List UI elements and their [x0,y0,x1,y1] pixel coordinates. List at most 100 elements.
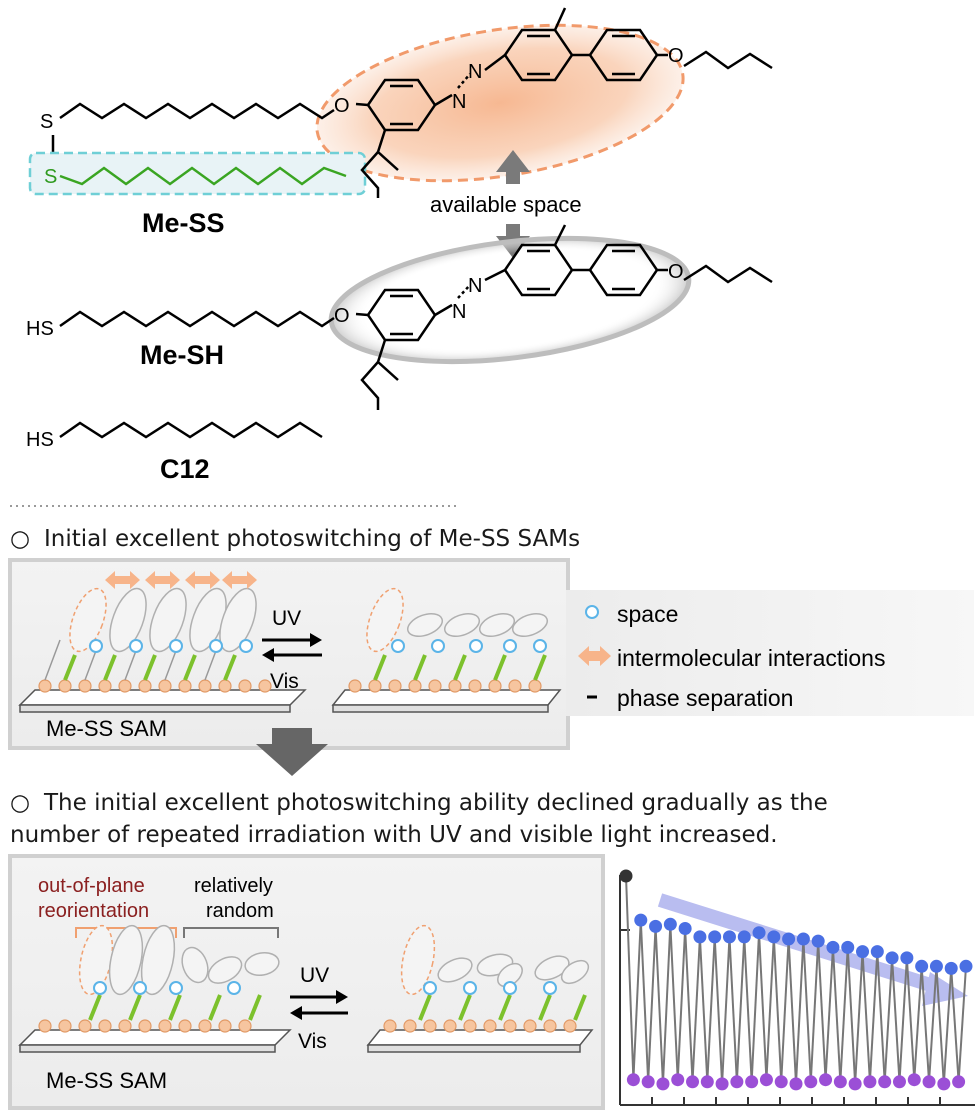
chart-line-segment [691,936,701,1082]
atom-o-right: O [668,45,684,67]
chart-line-segment [684,928,694,1082]
trend-arrow-head [922,972,968,1006]
chart-point-high [856,945,870,959]
chart-line-segment [632,920,642,1080]
chart-lines [625,875,967,1084]
chart-point-high [649,919,663,933]
chart-line-segment [654,926,664,1084]
chart-point-high [634,913,648,927]
chart-point-high [870,945,884,959]
chart-point-low [745,1075,759,1089]
chart-point-high [693,930,707,944]
atom-o-right-sh: O [668,261,684,283]
relatively-random-bracket [183,927,279,938]
chart-point-low [863,1075,877,1089]
chart-point-high [767,930,781,944]
atom-o-left-sh: O [334,305,350,327]
chart-line-segment [839,947,849,1082]
chart-line-segment [625,875,635,1080]
chart-point-high [915,959,929,973]
legend-phase: phase separation [617,685,793,711]
chart-point-low [833,1075,847,1089]
chart-point-low [774,1075,788,1089]
chart-point-low [922,1075,936,1089]
relatively-random-label-1: relatively [194,875,273,897]
chart-line-segment [854,951,864,1084]
chart-line-segment [868,951,879,1082]
chart-line-segment [935,966,945,1084]
atom-hs: HS [26,318,54,340]
green-alkyl-chain [59,166,347,186]
sam-left-1 [18,571,307,713]
vis-label-2: Vis [298,1030,327,1053]
chart-point-low [892,1075,906,1089]
chart-line-segment [706,936,716,1082]
chart-point-low [878,1075,892,1089]
atom-o-left: O [334,95,350,117]
chart-point-high [811,934,825,948]
atom-s-top: S [40,111,53,133]
sam-left-2 [18,924,292,1053]
chart-line-segment [750,932,761,1082]
chart-point-high [826,940,840,954]
chart-line-segment [743,936,753,1082]
chart-point-low [789,1077,803,1091]
azobenzene-core-me-sh [355,224,773,410]
sam-label-2: Me-SS SAM [46,1068,167,1093]
chart-line-segment [831,947,842,1082]
atom-n-4: N [468,275,482,297]
double-arrow-legend-icon [578,646,611,666]
vis-label-1: Vis [270,670,299,693]
atom-s-green: S [44,166,57,188]
chart-point-low [804,1075,818,1089]
relatively-random-label-2: random [206,900,274,922]
chart-line-segment [795,938,805,1084]
chart-line-segment [802,938,812,1082]
sam-right-1 [331,587,562,713]
label-me-sh: Me-SH [140,340,224,370]
section2-heading-line2: number of repeated irradiation with UV a… [10,822,778,848]
chart-line-segment [809,941,820,1082]
section2-bullet: ○ [10,790,30,816]
chart-point-high [959,959,973,973]
chart-line-segment [728,936,738,1082]
out-of-plane-label-1: out-of-plane [38,875,145,897]
section1-heading: Initial excellent photoswitching of Me-S… [44,526,580,552]
chart-line-segment [861,951,871,1082]
chart-line-segment [942,968,953,1084]
chart-line-segment [913,966,923,1080]
chart-point-high [900,951,914,965]
chart-point-high [678,922,692,935]
chart-point-high [796,932,810,946]
alkyl-chain-me-ss [59,102,335,120]
chart-line-segment [661,924,672,1084]
chart-point-high [737,930,751,944]
section1-bullet: ○ [10,526,30,552]
molecule-me-ss: S O S N N O [28,7,773,238]
chart-line-segment [787,938,797,1084]
chart-line-segment [639,920,650,1082]
chart-point-low [907,1073,921,1087]
chart-point-high [885,951,899,965]
space-legend-icon [585,605,599,619]
available-space-label: available space [430,192,582,217]
label-me-ss: Me-SS [142,208,225,238]
chart-point-low [626,1073,640,1087]
chart-line-segment [846,947,857,1084]
chart-line-segment [780,938,790,1082]
molecule-c12: HS C12 [26,421,323,484]
section2-heading-line1: The initial excellent photoswitching abi… [43,790,828,816]
chart-point-low [848,1077,862,1091]
chart-line-segment [950,968,960,1082]
chart-line-segment [928,966,938,1082]
chart-point-high [929,959,943,973]
chart-point-low [730,1075,744,1089]
sam-right-2 [366,924,594,1053]
chart-point-low [700,1075,714,1089]
uv-vis-arrows-2: UV Vis [290,964,348,1053]
down-arrow [256,728,328,776]
chart-line-segment [647,926,657,1082]
chart-point-high [663,917,677,931]
legend-space: space [617,601,678,627]
